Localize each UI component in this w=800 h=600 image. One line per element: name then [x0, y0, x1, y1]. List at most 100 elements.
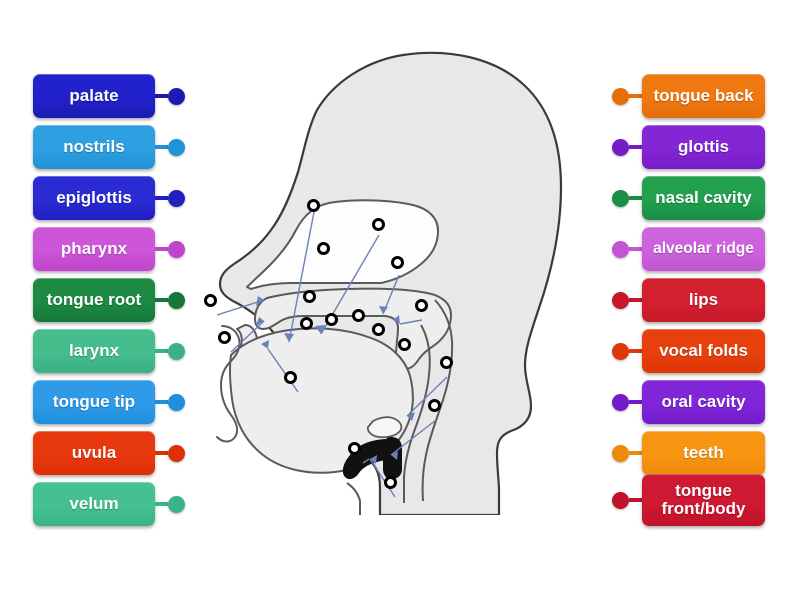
label-item-nasal-cavity[interactable]: nasal cavity	[612, 176, 780, 220]
label-pill-oral-cavity[interactable]: oral cavity	[642, 380, 765, 424]
target-circle-1[interactable]	[307, 199, 320, 212]
connector-line-teeth	[629, 451, 642, 455]
label-pill-pharynx[interactable]: pharynx	[33, 227, 155, 271]
connector-dot-tongue-back[interactable]	[612, 87, 629, 105]
target-circle-12[interactable]	[372, 323, 385, 336]
connector-dot-epiglottis[interactable]	[168, 189, 185, 207]
target-circle-3[interactable]	[317, 242, 330, 255]
connector-line-pharynx	[155, 247, 168, 251]
target-circle-11[interactable]	[352, 309, 365, 322]
connector-dot-tongue-tip[interactable]	[168, 393, 185, 411]
connector-line-tongue-tip	[155, 400, 168, 404]
connector-tongue-front-body	[612, 491, 642, 509]
label-item-tongue-tip[interactable]: tongue tip	[33, 380, 188, 424]
connector-line-lips	[629, 298, 642, 302]
connector-dot-tongue-front-body[interactable]	[612, 491, 629, 509]
connector-dot-nostrils[interactable]	[168, 138, 185, 156]
label-item-velum[interactable]: velum	[33, 482, 188, 526]
label-item-larynx[interactable]: larynx	[33, 329, 188, 373]
target-circle-13[interactable]	[398, 338, 411, 351]
label-pill-tongue-front-body[interactable]: tongue front/body	[642, 474, 765, 526]
target-circle-18[interactable]	[384, 476, 397, 489]
label-pill-lips[interactable]: lips	[642, 278, 765, 322]
connector-line-tongue-front-body	[629, 498, 642, 502]
label-pill-velum[interactable]: velum	[33, 482, 155, 526]
label-pill-tongue-tip[interactable]: tongue tip	[33, 380, 155, 424]
connector-dot-palate[interactable]	[168, 87, 185, 105]
connector-dot-oral-cavity[interactable]	[612, 393, 629, 411]
connector-nostrils	[155, 138, 185, 156]
connector-teeth	[612, 444, 642, 462]
target-circle-14[interactable]	[440, 356, 453, 369]
connector-line-palate	[155, 94, 168, 98]
connector-dot-velum[interactable]	[168, 495, 185, 513]
label-pill-teeth[interactable]: teeth	[642, 431, 765, 475]
connector-line-oral-cavity	[629, 400, 642, 404]
target-circle-16[interactable]	[428, 399, 441, 412]
label-item-oral-cavity[interactable]: oral cavity	[612, 380, 780, 424]
target-circle-5[interactable]	[204, 294, 217, 307]
connector-tongue-root	[155, 291, 185, 309]
connector-glottis	[612, 138, 642, 156]
label-item-alveolar-ridge[interactable]: alveolar ridge	[612, 227, 780, 271]
label-item-tongue-root[interactable]: tongue root	[33, 278, 188, 322]
connector-line-velum	[155, 502, 168, 506]
label-pill-epiglottis[interactable]: epiglottis	[33, 176, 155, 220]
label-item-tongue-front-body[interactable]: tongue front/body	[612, 474, 780, 526]
label-pill-uvula[interactable]: uvula	[33, 431, 155, 475]
connector-dot-vocal-folds[interactable]	[612, 342, 629, 360]
pharynx-wall-path	[421, 299, 454, 502]
target-circle-7[interactable]	[415, 299, 428, 312]
connector-velum	[155, 495, 185, 513]
connector-line-uvula	[155, 451, 168, 455]
target-circle-6[interactable]	[303, 290, 316, 303]
label-pill-tongue-back[interactable]: tongue back	[642, 74, 765, 118]
connector-dot-lips[interactable]	[612, 291, 629, 309]
target-circle-8[interactable]	[218, 331, 231, 344]
connector-dot-nasal-cavity[interactable]	[612, 189, 629, 207]
label-item-tongue-back[interactable]: tongue back	[612, 74, 780, 118]
label-item-nostrils[interactable]: nostrils	[33, 125, 188, 169]
connector-dot-larynx[interactable]	[168, 342, 185, 360]
label-pill-palate[interactable]: palate	[33, 74, 155, 118]
label-pill-nasal-cavity[interactable]: nasal cavity	[642, 176, 765, 220]
label-item-teeth[interactable]: teeth	[612, 431, 780, 475]
epiglottis-path	[366, 416, 403, 439]
connector-line-larynx	[155, 349, 168, 353]
label-pill-larynx[interactable]: larynx	[33, 329, 155, 373]
target-circle-9[interactable]	[300, 317, 313, 330]
label-pill-glottis[interactable]: glottis	[642, 125, 765, 169]
label-item-lips[interactable]: lips	[612, 278, 780, 322]
connector-tongue-tip	[155, 393, 185, 411]
connector-vocal-folds	[612, 342, 642, 360]
label-item-epiglottis[interactable]: epiglottis	[33, 176, 188, 220]
vocal-tract-diagram	[195, 25, 575, 515]
target-circle-2[interactable]	[372, 218, 385, 231]
label-pill-alveolar-ridge[interactable]: alveolar ridge	[642, 227, 765, 271]
label-item-uvula[interactable]: uvula	[33, 431, 188, 475]
connector-dot-uvula[interactable]	[168, 444, 185, 462]
label-item-palate[interactable]: palate	[33, 74, 188, 118]
connector-nasal-cavity	[612, 189, 642, 207]
connector-dot-teeth[interactable]	[612, 444, 629, 462]
target-circle-17[interactable]	[348, 442, 361, 455]
label-pill-nostrils[interactable]: nostrils	[33, 125, 155, 169]
larynx-wedge-path	[383, 437, 402, 479]
connector-dot-alveolar-ridge[interactable]	[612, 240, 629, 258]
connector-dot-tongue-root[interactable]	[168, 291, 185, 309]
head-outline-path	[218, 51, 563, 515]
label-item-pharynx[interactable]: pharynx	[33, 227, 188, 271]
connector-line-epiglottis	[155, 196, 168, 200]
label-pill-tongue-root[interactable]: tongue root	[33, 278, 155, 322]
target-circle-15[interactable]	[284, 371, 297, 384]
connector-dot-glottis[interactable]	[612, 138, 629, 156]
lips-path	[216, 325, 241, 443]
connector-pharynx	[155, 240, 185, 258]
target-circle-10[interactable]	[325, 313, 338, 326]
label-item-vocal-folds[interactable]: vocal folds	[612, 329, 780, 373]
label-item-glottis[interactable]: glottis	[612, 125, 780, 169]
target-circle-4[interactable]	[391, 256, 404, 269]
label-pill-vocal-folds[interactable]: vocal folds	[642, 329, 765, 373]
connector-dot-pharynx[interactable]	[168, 240, 185, 258]
connector-line-alveolar-ridge	[629, 247, 642, 251]
